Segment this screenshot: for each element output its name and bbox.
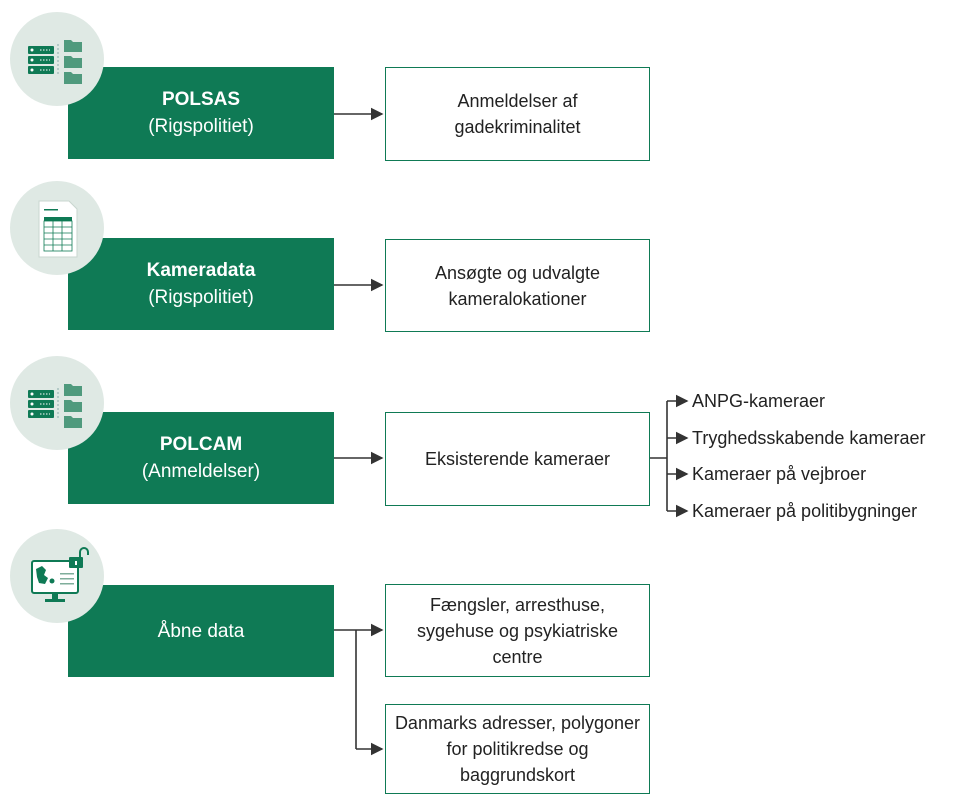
output-existing-cameras: Eksisterende kameraer <box>385 412 650 506</box>
camera-type-politibygninger: Kameraer på politibygninger <box>692 501 918 521</box>
source-sub: (Rigspolitiet) <box>148 116 254 137</box>
output-street-crime: Anmeldelser af gadekriminalitet <box>385 67 650 161</box>
source-sub: (Rigspolitiet) <box>148 287 254 308</box>
output-label: Fængsler, arresthuse, sygehuse og psykia… <box>416 594 619 667</box>
camera-type-tryghed: Tryghedsskabende kameraer <box>692 428 926 448</box>
output-camera-locations: Ansøgte og udvalgte kameralokationer <box>385 239 650 332</box>
source-name: POLSAS <box>161 89 241 110</box>
source-kameradata: Kameradata (Rigspolitiet) <box>68 238 334 330</box>
source-name: POLCAM <box>159 434 243 455</box>
camera-type-vejbroer: Kameraer på vejbroer <box>692 464 867 484</box>
source-sub: Åbne data <box>157 620 245 642</box>
output-label: Anmeldelser af gadekriminalitet <box>454 91 581 137</box>
server-folders-icon <box>10 356 104 450</box>
monitor-map-unlock-icon <box>10 529 104 623</box>
source-sub: (Anmeldelser) <box>141 461 261 482</box>
server-folders-icon <box>10 12 104 106</box>
camera-type-anpg: ANPG-kameraer <box>692 391 826 411</box>
source-name: Kameradata <box>146 260 256 281</box>
output-label: Ansøgte og udvalgte kameralokationer <box>434 262 601 309</box>
spreadsheet-document-icon <box>10 181 104 275</box>
source-polsas: POLSAS (Rigspolitiet) <box>68 67 334 159</box>
source-polcam: POLCAM (Anmeldelser) <box>68 412 334 504</box>
output-addresses-maps: Danmarks adresser, polygoner for politik… <box>385 704 650 794</box>
source-open-data: Åbne data <box>68 585 334 677</box>
output-label: Danmarks adresser, polygoner for politik… <box>394 713 641 785</box>
output-institutions: Fængsler, arresthuse, sygehuse og psykia… <box>385 584 650 677</box>
output-label: Eksisterende kameraer <box>424 449 611 469</box>
